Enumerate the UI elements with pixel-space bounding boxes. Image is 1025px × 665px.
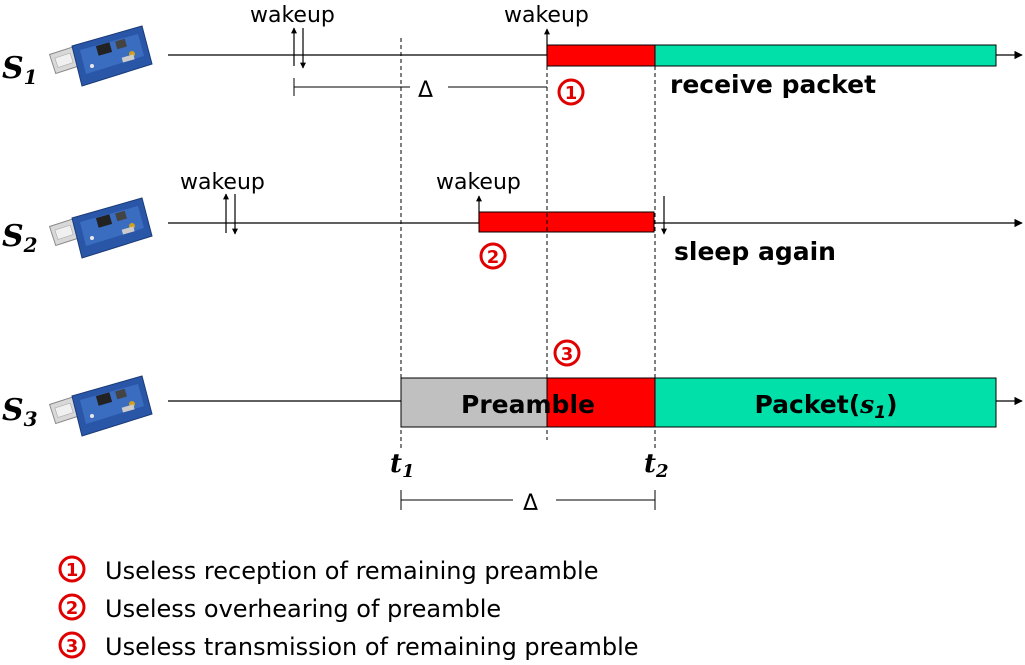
wakeup-label: wakeup <box>504 3 589 28</box>
useless-overhearing-bar <box>478 211 655 233</box>
delta-label: Δ <box>523 491 538 516</box>
node-label-s3: S3 <box>2 393 38 431</box>
row-s2: S2 wakeup wakeup 2 sleep again <box>2 170 1023 270</box>
useless-transmission-bar <box>546 377 656 428</box>
marker-3 <box>58 631 86 659</box>
wakeup-label: wakeup <box>250 3 335 28</box>
packet-label: Packet(s1) <box>755 390 898 423</box>
sleep-again-label: sleep again <box>674 237 836 266</box>
preamble-label: Preamble <box>461 390 595 419</box>
legend-text: Useless reception of remaining preamble <box>105 557 598 585</box>
packet-bar <box>654 377 997 428</box>
usb-wireless-sensor-icon <box>49 197 153 259</box>
svg-text:2: 2 <box>66 598 79 619</box>
t1-label: t1 <box>390 449 415 482</box>
svg-text:3: 3 <box>561 344 574 365</box>
node-label-s2: S2 <box>2 219 38 257</box>
row-s3: S3 Preamble Packet(s1) 3 <box>2 339 1023 437</box>
legend: 1 Useless reception of remaining preambl… <box>58 555 639 661</box>
svg-text:1: 1 <box>565 83 578 104</box>
node-label-s1: S1 <box>2 51 38 89</box>
marker-1 <box>557 78 585 106</box>
t2-label: t2 <box>644 449 669 482</box>
svg-text:3: 3 <box>66 636 79 657</box>
marker-2 <box>479 242 507 270</box>
row-s1: S1 wakeup wakeup Δ 1 receive packet <box>2 3 1023 106</box>
wakeup-label: wakeup <box>436 170 521 195</box>
wakeup-label: wakeup <box>180 170 265 195</box>
useless-reception-bar <box>546 44 656 67</box>
usb-wireless-sensor-icon <box>49 25 153 87</box>
marker-3 <box>553 339 581 367</box>
receive-packet-bar <box>654 44 997 67</box>
receive-packet-label: receive packet <box>670 70 876 99</box>
marker-1 <box>58 555 86 583</box>
usb-wireless-sensor-icon <box>49 375 153 437</box>
legend-item-3: 3 Useless transmission of remaining prea… <box>58 631 639 661</box>
legend-item-2: 2 Useless overhearing of preamble <box>58 593 501 623</box>
legend-item-1: 1 Useless reception of remaining preambl… <box>58 555 598 585</box>
marker-2 <box>58 593 86 621</box>
svg-text:2: 2 <box>487 247 500 268</box>
delta-label: Δ <box>418 78 433 103</box>
svg-text:1: 1 <box>66 560 79 581</box>
legend-text: Useless transmission of remaining preamb… <box>105 633 639 661</box>
legend-text: Useless overhearing of preamble <box>105 595 501 623</box>
